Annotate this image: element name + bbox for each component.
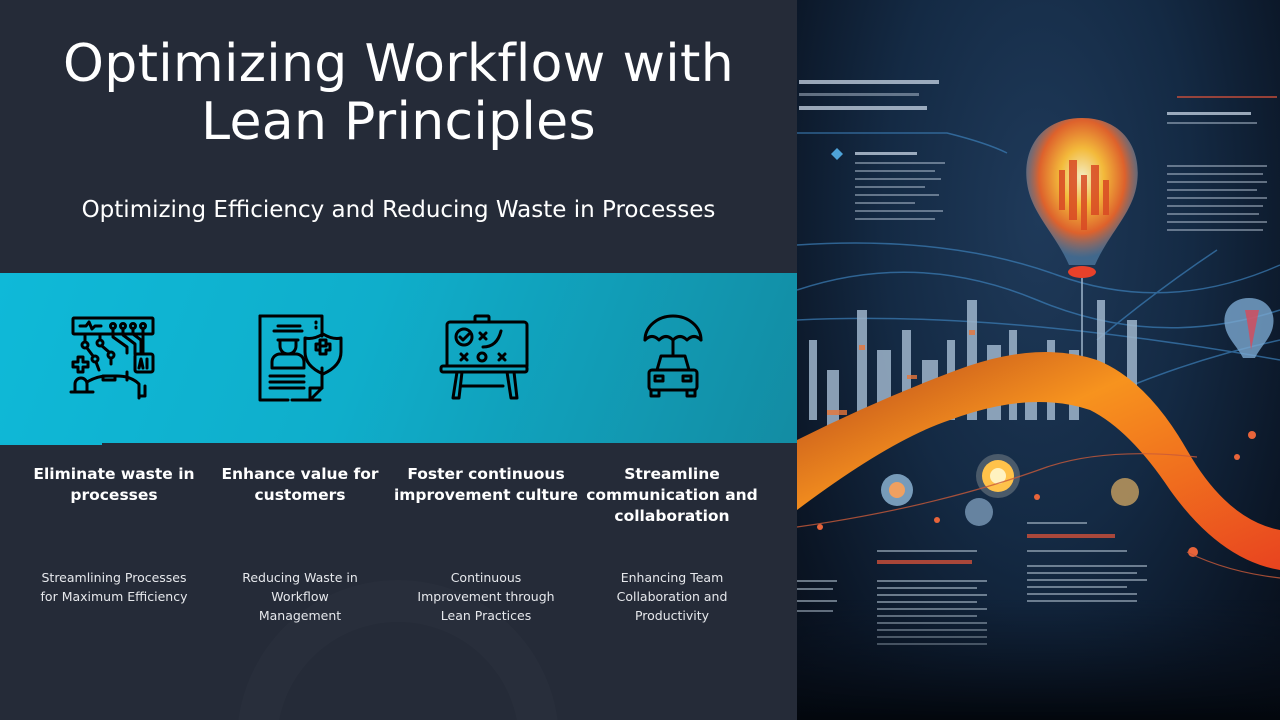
title-line-2: Lean Principles [201,92,596,152]
feature-heading-4: Streamline communication and collaborati… [586,465,758,525]
feature-description-1: Streamlining Processes for Maximum Effic… [40,570,188,604]
document-shield-icon [250,310,350,410]
icon-band [0,273,797,443]
title-line-1: Optimizing Workflow with [63,34,734,94]
slide-title: Optimizing Workflow with Lean Principles [0,35,797,151]
feature-description-4: Enhancing Team Collaboration and Product… [616,570,728,623]
umbrella-car-icon [623,310,723,410]
band-notch [0,443,102,445]
feature-heading-2: Enhance value for customers [221,465,379,504]
strategy-board-icon [437,310,537,410]
feature-heading-1: Eliminate waste in processes [33,465,195,504]
feature-description-2: Reducing Waste in Workflow Management [242,570,358,623]
feature-description-3: Continuous Improvement through Lean Prac… [417,570,555,623]
hero-image [797,0,1280,720]
infographic-illustration [797,80,1280,720]
feature-heading-3: Foster continuous improvement culture [393,465,579,504]
circuit-ai-icon [63,310,163,410]
slide-subtitle: Optimizing Efficiency and Reducing Waste… [81,197,716,223]
content-panel: Optimizing Workflow with Lean Principles… [0,35,797,623]
